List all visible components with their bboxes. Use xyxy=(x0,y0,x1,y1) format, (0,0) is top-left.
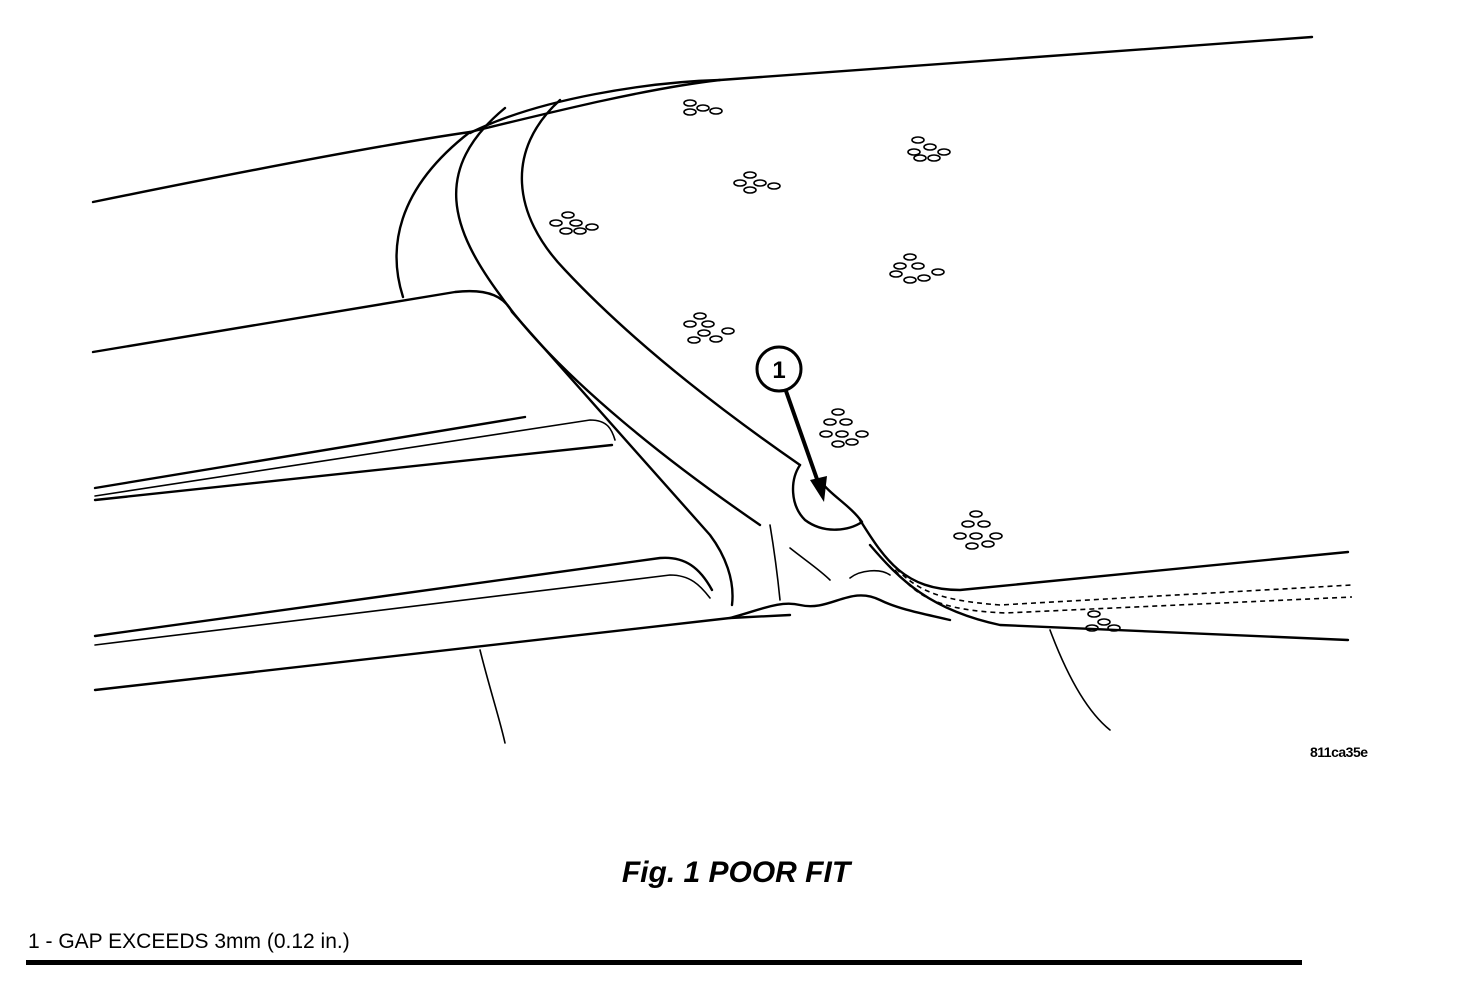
gap-lip xyxy=(791,463,864,531)
deck-groove-upper-b xyxy=(94,419,616,497)
deck-groove-lower-b xyxy=(94,574,711,646)
image-reference-code: 811ca35e xyxy=(1310,744,1368,760)
panel-front-edge xyxy=(395,130,472,299)
wrinkle-line-2 xyxy=(789,547,831,581)
deck-bottom-edge xyxy=(93,613,792,692)
support-leg-right xyxy=(1049,629,1111,731)
legend-divider xyxy=(26,960,1302,965)
callout-leader-line xyxy=(784,390,820,483)
callout-number: 1 xyxy=(772,357,785,384)
figure-caption: Fig. 1 POOR FIT xyxy=(621,856,851,889)
deck-groove-upper-a xyxy=(93,415,527,490)
wrinkle-line-1 xyxy=(769,524,781,601)
roof-edge-upper xyxy=(91,35,1314,204)
panel-inner-curve xyxy=(520,98,802,467)
callout-circle xyxy=(755,345,803,393)
seal-wrinkle xyxy=(728,594,952,622)
deck-groove-lower-a xyxy=(93,556,714,638)
panel-outer-curve xyxy=(455,106,762,527)
deck-lower-edge xyxy=(93,443,614,502)
callout-1: 1 xyxy=(755,345,827,502)
seal-right-curve xyxy=(858,518,1350,592)
surface-texture xyxy=(549,99,1121,632)
wrinkle-line-3 xyxy=(849,569,891,579)
seam-dash-2 xyxy=(894,569,1353,614)
legend-item: 1 - GAP EXCEEDS 3mm (0.12 in.) xyxy=(28,930,350,953)
deck-top-edge xyxy=(91,289,734,607)
seam-dash-1 xyxy=(889,561,1353,606)
support-leg-left xyxy=(479,649,506,744)
callout-arrowhead xyxy=(810,476,827,502)
panel-top-rim xyxy=(468,78,722,135)
